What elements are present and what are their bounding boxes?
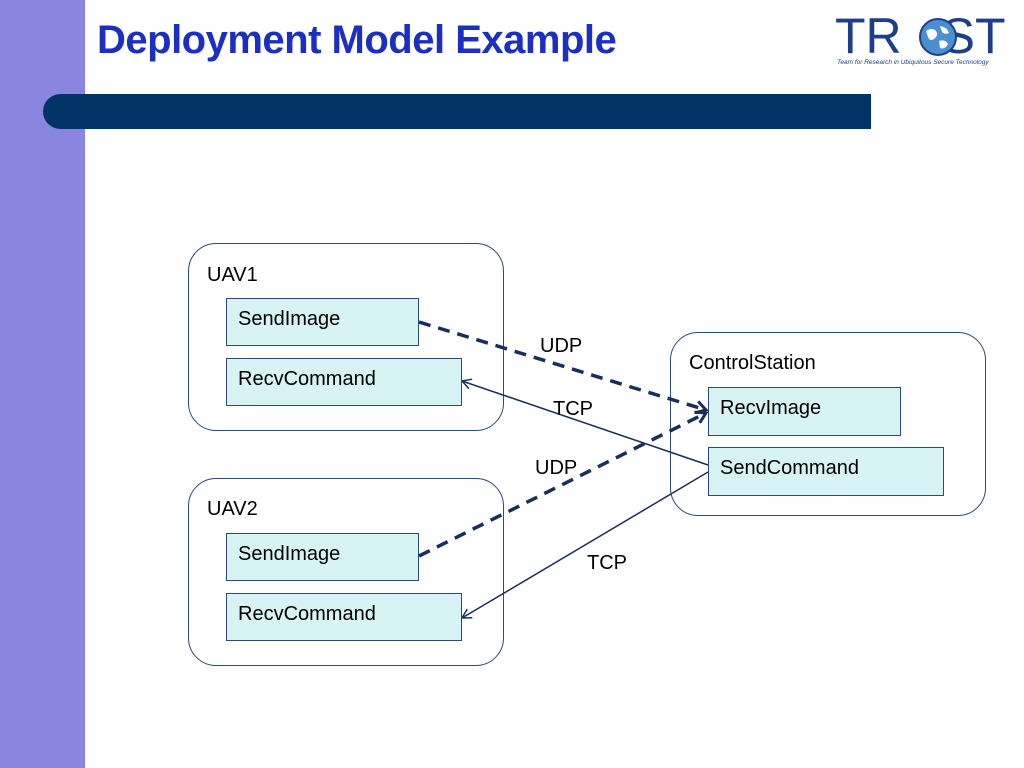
uav2-label: UAV2: [207, 498, 258, 520]
uav2-udp-label: UDP: [535, 457, 578, 479]
control-station-label: ControlStation: [689, 352, 816, 374]
uav2-udp-line: [418, 413, 706, 558]
page-title: Deployment Model Example: [97, 18, 617, 62]
uav1-tcp-label: TCP: [553, 398, 593, 420]
uav1-udp-label: UDP: [540, 335, 583, 357]
control-recv-image: RecvImage: [708, 387, 901, 436]
uav1-send-image: SendImage: [226, 298, 419, 346]
uav2-send-image: SendImage: [226, 533, 419, 581]
logo-tagline: Team for Research in Ubiquitous Secure T…: [837, 59, 989, 66]
uav2-tcp-label: TCP: [587, 552, 627, 574]
uav1-udp-line: [418, 320, 706, 410]
uav1-recv-command: RecvCommand: [226, 358, 462, 406]
globe-icon: [919, 18, 957, 56]
uav1-tcp-line: [460, 378, 709, 466]
uav2-tcp-line: [460, 471, 709, 619]
uav1-label: UAV1: [207, 264, 258, 286]
control-send-command: SendCommand: [708, 447, 944, 496]
uav2-recv-command: RecvCommand: [226, 593, 462, 641]
title-underline-bar: [43, 94, 871, 129]
